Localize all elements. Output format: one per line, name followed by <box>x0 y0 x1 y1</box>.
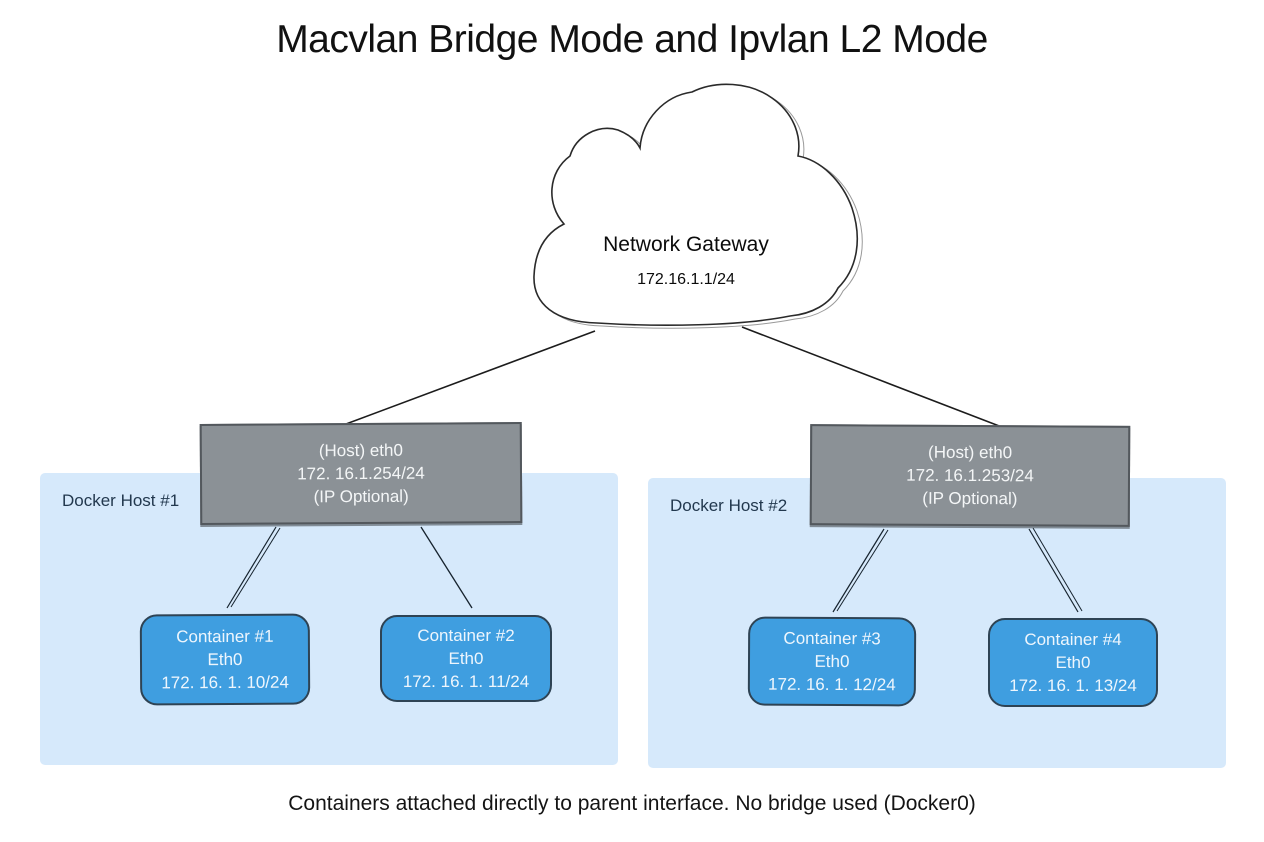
container2-iface: Eth0 <box>448 649 484 668</box>
host1-eth0-line2: 172. 16.1.254/24 <box>297 463 425 484</box>
docker-host1-label: Docker Host #1 <box>62 491 180 510</box>
docker-host2-label: Docker Host #2 <box>670 496 788 515</box>
network-cloud-outline-echo <box>538 86 863 329</box>
diagram-title: Macvlan Bridge Mode and Ipvlan L2 Mode <box>276 18 988 61</box>
container2-ip: 172. 16. 1. 11/24 <box>402 672 530 691</box>
container4-box: Container #4 Eth0 172. 16. 1. 13/24 <box>988 618 1158 707</box>
host1-eth0-line1: (Host) eth0 <box>318 440 403 461</box>
host2-eth0-line3: (IP Optional) <box>922 488 1018 509</box>
container1-box: Container #1 Eth0 172. 16. 1. 10/24 <box>139 613 311 706</box>
network-gateway-ip: 172.16.1.1/24 <box>637 271 735 288</box>
container4-iface: Eth0 <box>1055 653 1091 672</box>
container4-ip: 172. 16. 1. 13/24 <box>1009 676 1137 695</box>
link-cloud-host1 <box>345 330 596 425</box>
host2-eth0-box: (Host) eth0 172. 16.1.253/24 (IP Optiona… <box>809 424 1131 527</box>
host1-eth0-line3: (IP Optional) <box>313 486 409 507</box>
link-cloud-host2 <box>741 326 1008 430</box>
container1-iface: Eth0 <box>207 649 243 670</box>
container1-name: Container #1 <box>176 626 274 647</box>
container3-ip: 172. 16. 1. 12/24 <box>768 674 896 695</box>
container1-ip: 172. 16. 1. 10/24 <box>161 672 289 693</box>
container2-name: Container #2 <box>417 626 515 645</box>
container3-box: Container #3 Eth0 172. 16. 1. 12/24 <box>747 616 917 707</box>
container3-iface: Eth0 <box>814 651 850 672</box>
host2-eth0-line1: (Host) eth0 <box>928 442 1013 463</box>
container3-name: Container #3 <box>783 628 881 649</box>
network-cloud <box>533 83 858 326</box>
host2-eth0-line2: 172. 16.1.253/24 <box>906 465 1034 486</box>
host1-eth0-box: (Host) eth0 172. 16.1.254/24 (IP Optiona… <box>199 422 523 525</box>
container4-name: Container #4 <box>1024 630 1122 649</box>
container2-box: Container #2 Eth0 172. 16. 1. 11/24 <box>380 615 552 702</box>
diagram-caption: Containers attached directly to parent i… <box>288 792 976 815</box>
network-gateway-label: Network Gateway <box>603 233 769 256</box>
